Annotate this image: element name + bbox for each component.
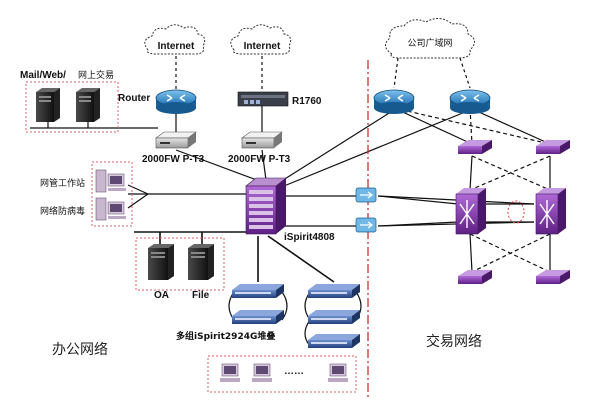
- link-tc2-sw3: [471, 233, 551, 273]
- stack-group-1: [232, 284, 284, 324]
- switch-icon: [232, 310, 284, 324]
- router-icon: [449, 89, 491, 114]
- interconnect-highlight: [507, 200, 525, 224]
- antivirus-label: 网络防病毒: [40, 205, 85, 217]
- router-label: Router: [118, 93, 150, 104]
- switch-icon: [536, 270, 570, 284]
- cloud-internet-2-label: Internet: [244, 41, 281, 52]
- link-sw1-tc1: [469, 155, 473, 191]
- mail-web-label: Mail/Web/: [20, 70, 66, 81]
- server-icon: [36, 88, 60, 122]
- link-wr2-sw1: [469, 107, 473, 145]
- link-wrouter1-core: [279, 109, 395, 183]
- cloud-company-wan-label: 公司广域网: [407, 37, 452, 49]
- cloud-icon: [385, 18, 475, 59]
- link-wr1-sw2: [393, 107, 551, 145]
- workstation-icon: [95, 197, 126, 221]
- core-switch-icon: [535, 188, 566, 235]
- stack-group-2: [308, 284, 360, 348]
- workstation-icon: [220, 363, 240, 382]
- r1760-router-icon: [237, 91, 289, 107]
- oa-label: OA: [154, 290, 169, 301]
- trade-network-label: 交易网络: [426, 333, 482, 350]
- switch-icon: [232, 284, 284, 298]
- workstation-icon: [95, 169, 126, 193]
- mail-web-cn-label: 网上交易: [78, 69, 114, 81]
- workstation-icon: [328, 363, 348, 382]
- link-sw2-tc1: [469, 155, 551, 191]
- media-converter-icon: [355, 217, 377, 233]
- file-label: File: [192, 290, 210, 301]
- link-core-stack2: [267, 235, 335, 283]
- server-icon: [188, 244, 214, 280]
- link-ws1: [127, 184, 149, 195]
- client-pc-ellipsis: ……: [284, 366, 304, 377]
- cloud-icon: [144, 24, 206, 55]
- link-ws2: [127, 193, 149, 209]
- switch-icon: [308, 284, 360, 298]
- workstation-icon: [252, 363, 272, 382]
- firewall-icon: [241, 131, 283, 149]
- client-pc-group-border: [207, 355, 357, 393]
- link-mc1-tradecore1: [377, 195, 459, 205]
- oa-file-group-border: [135, 237, 225, 291]
- office-network-label: 办公网络: [52, 342, 108, 358]
- core-switch-label: iSpirit4808: [284, 232, 335, 243]
- switch-icon: [536, 140, 570, 154]
- core-switch-icon: [245, 177, 287, 235]
- cloud-internet-1-label: Internet: [158, 41, 195, 52]
- link-fw2-core: [261, 149, 267, 181]
- switch-icon: [308, 310, 360, 324]
- server-icon: [148, 244, 174, 280]
- switch-icon: [308, 334, 360, 348]
- media-converter-icon: [355, 187, 377, 203]
- router-icon: [373, 89, 415, 114]
- r1760-label: R1760: [292, 96, 322, 107]
- link-wr1-sw1: [393, 107, 473, 145]
- workstation-group-border: [91, 161, 133, 227]
- netmgmt-label: 网管工作站: [40, 177, 85, 189]
- switch-icon: [458, 270, 492, 284]
- link-wan-router1: [393, 57, 399, 89]
- link-wr2-sw2: [469, 107, 551, 145]
- switch-icon: [458, 140, 492, 154]
- firewall-1-label: 2000FW P-T3: [142, 154, 205, 165]
- link-wrouter2-core: [283, 109, 471, 187]
- firewall-icon: [155, 131, 197, 149]
- stack-label: 多组iSpirit2924G堆叠: [176, 330, 275, 342]
- link-wan-router2: [459, 57, 471, 89]
- link-tc1-sw3: [469, 233, 473, 273]
- dmz-server-group-border: [25, 81, 119, 133]
- server-icon: [76, 88, 100, 122]
- cloud-icon: [230, 24, 292, 55]
- core-switch-icon: [455, 188, 486, 235]
- firewall-2-label: 2000FW P-T3: [228, 154, 291, 165]
- router-icon: [155, 89, 197, 114]
- link-fw1-core: [175, 149, 263, 183]
